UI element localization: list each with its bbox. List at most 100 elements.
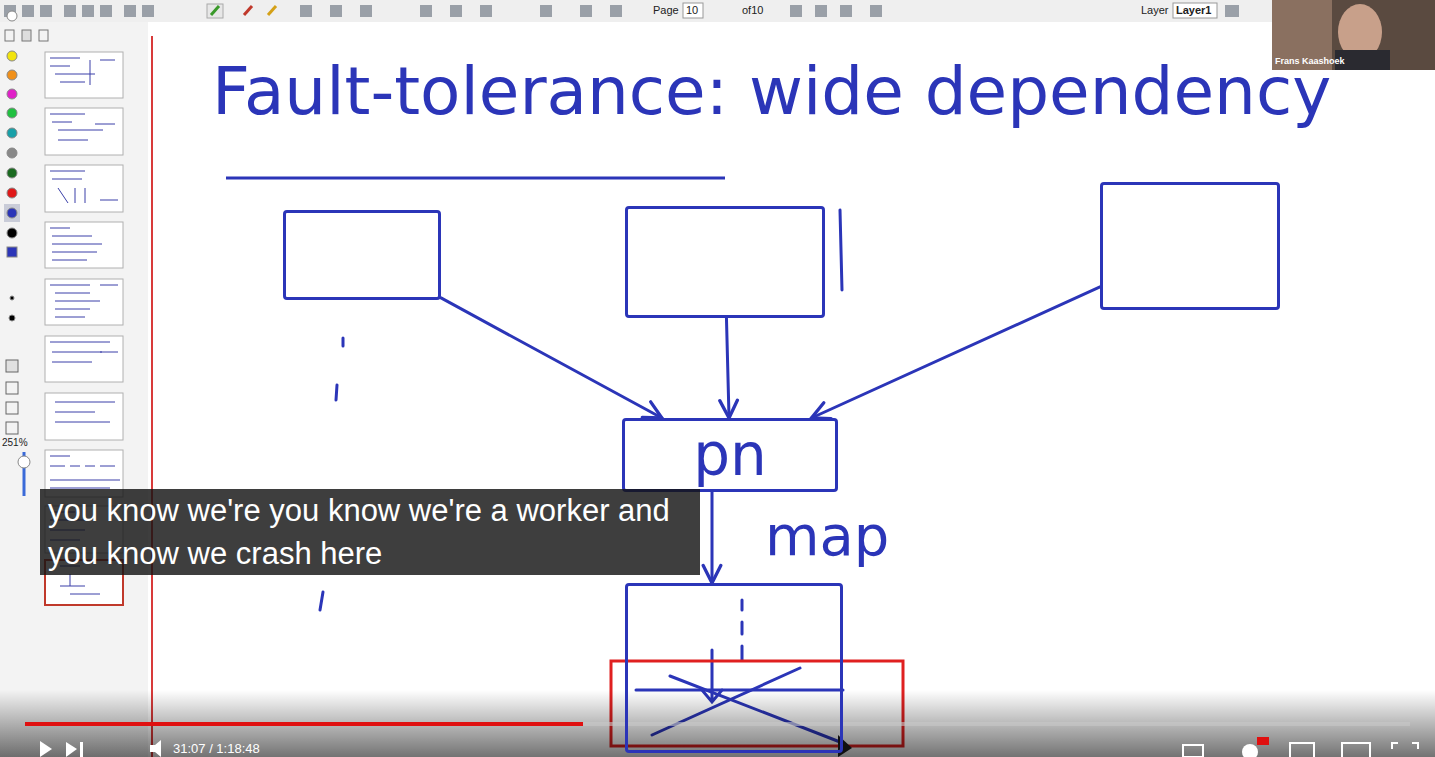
drawing-rect: [420, 5, 432, 17]
drawing-circle: [7, 188, 17, 198]
drawing-g: [4, 11, 20, 321]
drawing-circle: [7, 11, 17, 21]
drawing-rect: [1342, 743, 1370, 757]
drawing-rect: [100, 5, 112, 17]
drawing-path: [50, 171, 118, 203]
drawing-path: [336, 385, 337, 400]
drawing-path: [268, 6, 276, 15]
drawing-path: [55, 402, 115, 422]
ui-label: of10: [742, 4, 763, 16]
drawing-circle: [7, 128, 17, 138]
drawing-path: [244, 6, 252, 15]
drawing-circle: [9, 315, 15, 321]
ui-label: Layer: [1141, 4, 1169, 16]
ui-label: Page: [653, 4, 679, 16]
drawing-rect: [45, 108, 123, 155]
drawing-line: [25, 722, 1410, 726]
drawing-rect: [610, 5, 622, 17]
ui-label: 251%: [2, 437, 28, 448]
drawing-rect: [64, 5, 76, 17]
drawing-rect: [6, 360, 18, 372]
drawing-rect: [1290, 743, 1314, 757]
drawing-rect: [1225, 5, 1239, 17]
drawing-path: [840, 210, 842, 290]
drawing-rect: [0, 690, 1435, 757]
ui-label: Layer1: [1176, 4, 1211, 16]
drawing-rect: [6, 422, 18, 434]
drawing-path: [150, 740, 161, 757]
drawing-circle: [7, 70, 17, 80]
drawing-path: [226, 177, 725, 180]
title: Fault-tolerance: wide dependency: [212, 52, 1331, 131]
drawing-rect: [840, 5, 852, 17]
drawing-path: [50, 228, 102, 260]
drawing-path: [50, 114, 115, 140]
connector-arrow: [711, 492, 714, 583]
drawing-rect: [360, 5, 372, 17]
drawing-rect: [45, 52, 123, 98]
drawing-rect: [480, 5, 492, 17]
drawing-path: [66, 742, 77, 757]
drawing-rect: [0, 22, 148, 757]
process-box: [1100, 182, 1280, 310]
drawing-rect: [40, 5, 52, 17]
drawing-rect: [1257, 737, 1269, 745]
drawing-rect: [1183, 745, 1203, 757]
drawing-rect: [82, 5, 94, 17]
drawing-circle: [10, 296, 14, 300]
drawing-line: [151, 36, 153, 757]
connector-arrow: [811, 287, 1100, 418]
drawing-circle: [7, 89, 17, 99]
drawing-rect: [45, 222, 123, 268]
drawing-rect: [45, 336, 123, 382]
drawing-rect: [6, 402, 18, 414]
process-box: [283, 210, 441, 300]
drawing-circle: [7, 51, 17, 61]
drawing-circle: [7, 208, 17, 218]
drawing-rect: [45, 165, 123, 212]
drawing-path: [50, 58, 115, 85]
drawing-rect: [45, 279, 123, 325]
drawing-rect: [790, 5, 802, 17]
drawing-rect: [45, 393, 123, 440]
drawing-rect: [870, 5, 882, 17]
connector-arrow: [726, 318, 729, 418]
drawing-rect: [815, 5, 827, 17]
drawing-rect: [142, 5, 154, 17]
drawing-g: [4, 5, 1239, 17]
subtitle-caption: you know we're you know we're a worker a…: [40, 489, 700, 575]
drawing-circle: [7, 148, 17, 158]
drawing-rect: [330, 5, 342, 17]
drawing-path: [40, 741, 52, 757]
drawing-rect: [124, 5, 136, 17]
drawing-rect: [683, 3, 703, 18]
drawing-rect: [6, 382, 18, 394]
drawing-path: [342, 338, 345, 346]
drawing-path: [50, 285, 118, 317]
drawing-rect: [540, 5, 552, 17]
drawing-rect: [300, 5, 312, 17]
drawing-circle: [7, 228, 17, 238]
drawing-circle: [7, 108, 17, 118]
process-box: [625, 583, 843, 753]
process-box: [625, 206, 825, 318]
drawing-rect: [22, 5, 34, 17]
drawing-path: [320, 592, 323, 610]
drawing-line: [25, 722, 583, 726]
drawing-rect: [22, 30, 31, 41]
drawing-rect: [450, 5, 462, 17]
process-box: pn: [622, 418, 838, 492]
drawing-path: [211, 6, 219, 15]
drawing-rect: [4, 204, 20, 222]
ui-label: 31:07 / 1:18:48: [173, 741, 260, 756]
drawing-path: [741, 600, 744, 660]
ui-label: 10: [686, 4, 698, 16]
ui-label: Frans Kaashoek: [1275, 56, 1345, 66]
drawing-rect: [80, 742, 83, 757]
drawing-rect: [0, 0, 1435, 22]
edge-label: map: [762, 508, 892, 564]
drawing-rect: [39, 30, 48, 41]
drawing-rect: [5, 30, 14, 41]
drawing-rect: [1272, 0, 1435, 70]
